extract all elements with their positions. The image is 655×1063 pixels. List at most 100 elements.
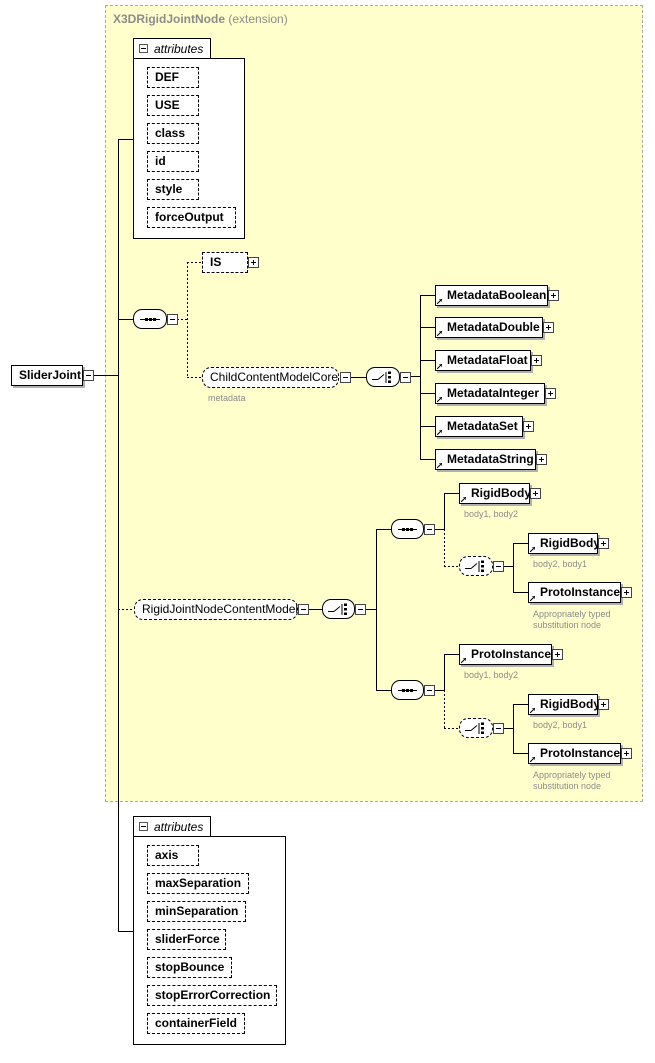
attribute-stopbounce[interactable]: stopBounce — [147, 957, 232, 978]
reference-arrow-icon — [437, 397, 442, 402]
element-metadatainteger[interactable]: MetadataInteger — [435, 383, 545, 404]
metadatastring-label: MetadataString — [447, 452, 534, 466]
element-rigidbody-branch2-choice[interactable]: RigidBody — [528, 694, 600, 715]
metadatainteger-label: MetadataInteger — [447, 386, 540, 400]
attribute-stoperrorcorrection[interactable]: stopErrorCorrection — [147, 985, 277, 1006]
sequence-compositor-branch1 — [391, 519, 424, 539]
childcontent-label: ChildContentModelCore — [210, 370, 339, 384]
rigidbody-branch1-label: RigidBody — [471, 486, 531, 500]
metadatastring-expand-toggle[interactable] — [536, 454, 547, 465]
group-childcontentmodelcore[interactable]: ChildContentModelCore — [202, 367, 339, 388]
metadataboolean-expand-toggle[interactable] — [548, 290, 559, 301]
element-protoinstance-branch2-choice[interactable]: ProtoInstance — [528, 743, 621, 764]
childcontent-toggle[interactable] — [340, 372, 351, 383]
attributes-bottom-header: attributes — [154, 820, 204, 834]
element-protoinstance-branch1-choice[interactable]: ProtoInstance — [528, 582, 621, 603]
choice-icon — [465, 722, 484, 734]
sequence-icon — [398, 528, 417, 531]
is-expand-toggle[interactable] — [248, 257, 259, 268]
protoinstance-branch1-note2: substitution node — [533, 620, 602, 630]
rigidcontent-toggle[interactable] — [298, 604, 309, 615]
reference-arrow-icon — [437, 463, 442, 468]
element-rigidbody-branch1[interactable]: RigidBody — [459, 483, 531, 504]
attributes-bottom-collapse-icon[interactable] — [139, 822, 148, 831]
element-metadataset[interactable]: MetadataSet — [435, 416, 523, 437]
protoinstance-branch2-note: body1, body2 — [464, 670, 519, 680]
choice-compositor-branch2 — [459, 718, 493, 738]
metadatadouble-label: MetadataDouble — [447, 320, 540, 334]
is-label: IS — [210, 255, 222, 269]
rigidbody-branch2-choice-note: body2, body1 — [533, 720, 588, 730]
attribute-axis[interactable]: axis — [147, 845, 199, 866]
protoinstance-branch1-note1: Appropriately typed — [533, 609, 611, 619]
protoinstance-branch2-note1: Appropriately typed — [533, 770, 611, 780]
metadatafloat-expand-toggle[interactable] — [531, 355, 542, 366]
element-metadatadouble[interactable]: MetadataDouble — [435, 317, 543, 338]
protoinstance-branch2-label: ProtoInstance — [471, 647, 552, 661]
sequence-icon — [140, 318, 160, 321]
rigidbody-branch2-choice-label: RigidBody — [540, 697, 600, 711]
metadataset-label: MetadataSet — [447, 419, 518, 433]
rigidbody-branch2-choice-expand-toggle[interactable] — [598, 699, 609, 710]
choice-icon — [465, 560, 484, 572]
childcontent-note: metadata — [208, 393, 246, 403]
attribute-maxseparation[interactable]: maxSeparation — [147, 873, 249, 894]
sequence-icon — [398, 689, 417, 692]
attribute-sliderforce[interactable]: sliderForce — [147, 929, 226, 950]
reference-arrow-icon — [530, 757, 535, 762]
reference-arrow-icon — [461, 497, 466, 502]
reference-arrow-icon — [530, 596, 535, 601]
attributes-top-collapse-icon[interactable] — [139, 44, 148, 53]
choice-branch2-toggle[interactable] — [493, 723, 504, 734]
attribute-forceoutput[interactable]: forceOutput — [147, 207, 236, 228]
root-collapse-toggle[interactable] — [83, 370, 94, 381]
choice-compositor-metadata — [366, 367, 400, 387]
attribute-id[interactable]: id — [147, 151, 199, 172]
reference-arrow-icon — [437, 430, 442, 435]
protoinstance-branch1-choice-expand-toggle[interactable] — [621, 587, 632, 598]
choice-compositor-rigid — [322, 599, 355, 619]
element-metadataboolean[interactable]: MetadataBoolean — [435, 285, 548, 306]
sequence-branch1-toggle[interactable] — [424, 524, 435, 535]
attributes-top-tab[interactable]: attributes — [133, 38, 211, 59]
attributes-top-header: attributes — [154, 42, 204, 56]
metadatadouble-expand-toggle[interactable] — [543, 322, 554, 333]
element-protoinstance-branch2[interactable]: ProtoInstance — [459, 644, 552, 665]
attribute-class[interactable]: class — [147, 123, 199, 144]
reference-arrow-icon — [530, 547, 535, 552]
attribute-use[interactable]: USE — [147, 95, 199, 116]
choice-branch1-toggle[interactable] — [493, 561, 504, 572]
is-element[interactable]: IS — [202, 252, 248, 273]
attribute-def[interactable]: DEF — [147, 67, 199, 88]
extension-qualifier: (extension) — [228, 12, 288, 26]
protoinstance-branch2-choice-label: ProtoInstance — [540, 746, 621, 760]
sequence-branch2-toggle[interactable] — [424, 685, 435, 696]
rigidbody-branch1-choice-expand-toggle[interactable] — [598, 538, 609, 549]
attribute-minseparation[interactable]: minSeparation — [147, 901, 246, 922]
metadataset-expand-toggle[interactable] — [523, 421, 534, 432]
choice-metadata-toggle[interactable] — [400, 372, 411, 383]
reference-arrow-icon — [461, 658, 466, 663]
attribute-style[interactable]: style — [147, 179, 199, 200]
root-element-sliderjoint[interactable]: SliderJoint — [11, 365, 83, 386]
protoinstance-branch1-choice-label: ProtoInstance — [540, 585, 621, 599]
sequence-top-toggle[interactable] — [167, 314, 178, 325]
element-metadatastring[interactable]: MetadataString — [435, 449, 536, 470]
extension-title: X3DRigidJointNode (extension) — [113, 12, 288, 26]
rigidbody-branch1-choice-note: body2, body1 — [533, 559, 588, 569]
extension-name: X3DRigidJointNode — [113, 12, 226, 26]
element-metadatafloat[interactable]: MetadataFloat — [435, 350, 531, 371]
sequence-compositor-branch2 — [391, 680, 424, 700]
choice-rigid-toggle[interactable] — [355, 604, 366, 615]
rigidbody-branch1-choice-label: RigidBody — [540, 536, 600, 550]
protoinstance-branch2-choice-expand-toggle[interactable] — [621, 748, 632, 759]
attributes-bottom-tab[interactable]: attributes — [133, 816, 211, 837]
element-rigidbody-branch1-choice[interactable]: RigidBody — [528, 533, 600, 554]
metadatainteger-expand-toggle[interactable] — [545, 388, 556, 399]
group-rigidjointnodecontentmodel[interactable]: RigidJointNodeContentModel — [134, 599, 298, 620]
protoinstance-branch2-expand-toggle[interactable] — [552, 649, 563, 660]
rigidbody-branch1-expand-toggle[interactable] — [530, 488, 541, 499]
sequence-compositor-top — [133, 309, 167, 329]
rigidcontent-label: RigidJointNodeContentModel — [142, 602, 299, 616]
attribute-containerfield[interactable]: containerField — [147, 1013, 245, 1034]
